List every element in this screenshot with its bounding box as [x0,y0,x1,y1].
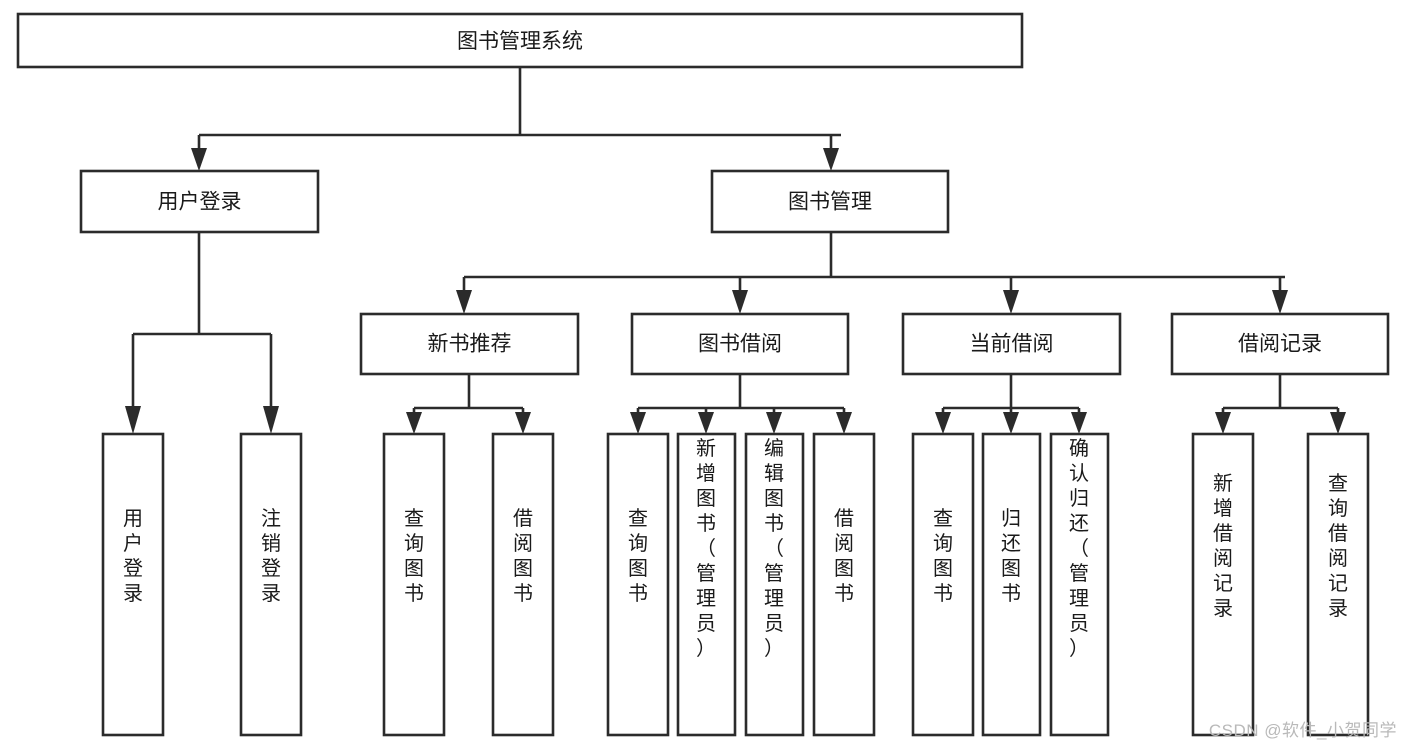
leaf-br-query-record-label: 查询借阅记录 [1328,472,1348,620]
arrowhead-nb-borrow-book [515,412,531,434]
node-new-book-recommend[interactable]: 新书推荐 [359,312,580,376]
arrowhead-new-book [456,290,472,314]
node-root-label: 图书管理系统 [457,30,583,53]
leaf-nb-query-book-label: 查询图书 [404,507,424,605]
leaf-bb-edit-book-label: 编辑图书（管理员） [764,437,784,660]
node-new-book-recommend-box[interactable] [359,312,580,376]
arrowhead-bb-borrow-book [836,412,852,434]
leaf-cb-query-book-label: 查询图书 [933,507,953,605]
arrowhead-br-add-record [1215,412,1231,434]
arrowhead-nb-query-book [406,412,422,434]
leaf-bb-borrow-book-box[interactable] [812,432,876,737]
leaf-br-query-record[interactable]: 查询借阅记录 [1306,432,1370,737]
node-book-management-label: 图书管理 [788,191,872,214]
arrowhead-user-login [191,148,207,171]
leaf-cb-confirm-return-label: 确认归还（管理员） [1069,437,1089,660]
leaf-user-login-box[interactable] [101,432,165,737]
connectors-book-borrow-to-leaves [630,374,852,434]
node-book-borrow[interactable]: 图书借阅 [630,312,850,376]
leaf-br-add-record[interactable]: 新增借阅记录 [1191,432,1255,737]
leaf-cb-return-book-box[interactable] [981,432,1042,737]
arrowhead-leaf-logout [263,406,279,434]
node-user-login-box[interactable] [79,169,320,234]
leaf-logout-box[interactable] [239,432,303,737]
arrowhead-borrow-record [1272,290,1288,314]
node-root-box[interactable] [16,12,1024,69]
node-borrow-record-label: 借阅记录 [1238,333,1322,356]
node-book-management-box[interactable] [710,169,950,234]
leaf-nb-query-book-box[interactable] [382,432,446,737]
arrowhead-current-borrow [1003,290,1019,314]
leaf-br-add-record-label: 新增借阅记录 [1213,472,1233,620]
leaf-logout-label: 注销登录 [261,507,281,605]
arrowhead-book-mgmt [823,148,839,171]
node-book-borrow-box[interactable] [630,312,850,376]
node-current-borrow-box[interactable] [901,312,1122,376]
leaf-cb-return-book-label: 归还图书 [1001,507,1021,605]
leaf-logout[interactable]: 注销登录 [239,432,303,737]
arrowhead-cb-query-book [935,412,951,434]
node-new-book-recommend-label: 新书推荐 [428,333,512,356]
connectors-user-login-to-leaves [125,232,279,434]
connectors-new-book-to-leaves [406,374,531,434]
node-user-login-label: 用户登录 [158,191,242,214]
leaf-bb-borrow-book-label: 借阅图书 [834,507,854,605]
node-book-management[interactable]: 图书管理 [710,169,950,234]
arrowhead-cb-confirm-return [1071,412,1087,434]
arrowhead-bb-edit-book [766,412,782,434]
arrowhead-book-borrow [732,290,748,314]
arrowhead-cb-return-book [1003,412,1019,434]
node-current-borrow[interactable]: 当前借阅 [901,312,1122,376]
leaf-nb-query-book[interactable]: 查询图书 [382,432,446,737]
connectors-book-mgmt-to-level2 [456,232,1288,314]
node-user-login[interactable]: 用户登录 [79,169,320,234]
leaf-nb-borrow-book-box[interactable] [491,432,555,737]
node-borrow-record[interactable]: 借阅记录 [1170,312,1390,376]
leaf-bb-query-book[interactable]: 查询图书 [606,432,670,737]
leaf-bb-edit-book-box[interactable] [744,432,805,737]
leaf-nb-borrow-book-label: 借阅图书 [513,507,533,605]
connectors-borrow-record-to-leaves [1215,374,1346,434]
arrowhead-bb-add-book [698,412,714,434]
leaf-bb-edit-book[interactable]: 编辑图书（管理员） [744,432,805,737]
node-borrow-record-box[interactable] [1170,312,1390,376]
leaf-bb-add-book-label: 新增图书（管理员） [696,437,716,660]
leaf-cb-query-book-box[interactable] [911,432,975,737]
arrowhead-bb-query-book [630,412,646,434]
arrowhead-br-query-record [1330,412,1346,434]
leaf-cb-confirm-return-box[interactable] [1049,432,1110,737]
leaf-br-query-record-box[interactable] [1306,432,1370,737]
leaf-bb-borrow-book[interactable]: 借阅图书 [812,432,876,737]
leaf-cb-confirm-return[interactable]: 确认归还（管理员） [1049,432,1110,737]
arrowhead-leaf-user-login [125,406,141,434]
leaf-bb-query-book-label: 查询图书 [628,507,648,605]
node-book-borrow-label: 图书借阅 [698,333,782,356]
leaf-bb-query-book-box[interactable] [606,432,670,737]
leaf-bb-add-book[interactable]: 新增图书（管理员） [676,432,737,737]
leaf-nb-borrow-book[interactable]: 借阅图书 [491,432,555,737]
leaf-bb-add-book-box[interactable] [676,432,737,737]
connectors-root-to-level1 [191,67,841,171]
leaf-br-add-record-box[interactable] [1191,432,1255,737]
connectors-current-borrow-to-leaves [935,374,1087,434]
leaf-cb-return-book[interactable]: 归还图书 [981,432,1042,737]
leaf-cb-query-book[interactable]: 查询图书 [911,432,975,737]
node-root[interactable]: 图书管理系统 [16,12,1024,69]
leaf-user-login-label: 用户登录 [123,508,143,605]
leaf-user-login[interactable]: 用户登录 [101,432,165,737]
node-current-borrow-label: 当前借阅 [970,333,1054,356]
